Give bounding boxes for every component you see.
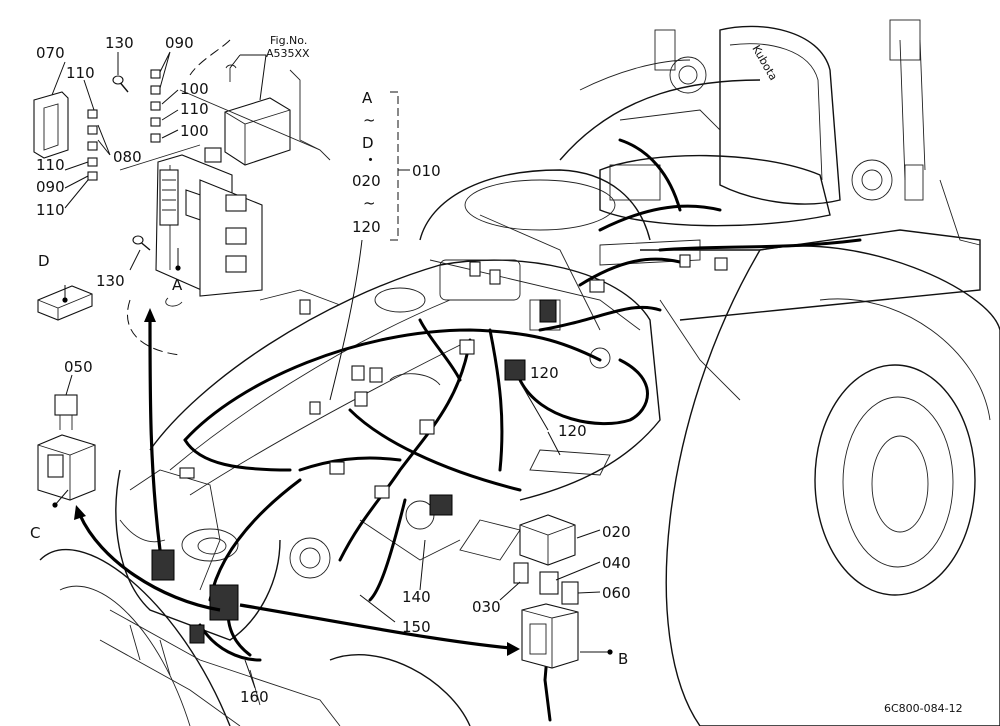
detail-c-relay xyxy=(37,394,96,501)
bracket-group-labels: A ~ D ・ 020 ~ 120 010 xyxy=(352,89,441,236)
clip-stack-right xyxy=(150,69,161,143)
part-label-020: 020 xyxy=(602,523,631,541)
part-label-090-top: 090 xyxy=(165,34,194,52)
bracket-tilde-1: ~ xyxy=(363,111,376,129)
tractor-body-outline xyxy=(39,19,1000,726)
part-label-110-d: 110 xyxy=(36,201,65,219)
part-label-040: 040 xyxy=(602,554,631,572)
bracket-010: 010 xyxy=(412,162,441,180)
part-label-110-a: 110 xyxy=(66,64,95,82)
fig-ref-line1: Fig.No. xyxy=(270,34,307,47)
part-label-120-upper: 120 xyxy=(530,364,559,382)
bracket-tilde-2: ~ xyxy=(363,194,376,212)
part-label-030: 030 xyxy=(472,598,501,616)
part-label-110-b: 110 xyxy=(180,100,209,118)
wiring-harness xyxy=(183,138,862,722)
bracket-020: 020 xyxy=(352,172,381,190)
part-label-070: 070 xyxy=(36,44,65,62)
bracket-a: A xyxy=(362,89,373,107)
detail-d-block xyxy=(37,285,93,321)
part-label-160: 160 xyxy=(240,688,269,706)
detail-letter-d: D xyxy=(38,252,50,270)
pointer-arrows xyxy=(74,308,520,656)
part-number-labels: 070 130 090 110 100 110 100 080 110 090 … xyxy=(36,34,631,706)
detail-leaders xyxy=(52,39,613,655)
figure-reference: Fig.No. A535XX xyxy=(266,34,310,60)
brand-mark: Kubota xyxy=(749,43,779,83)
bracket-d: D xyxy=(362,134,374,152)
fig-ref-line2: A535XX xyxy=(266,47,310,60)
part-label-120-lower: 120 xyxy=(558,422,587,440)
clip-stack-left xyxy=(87,109,98,181)
bracket-120: 120 xyxy=(352,218,381,236)
part-label-100-b: 100 xyxy=(180,122,209,140)
part-label-130-top: 130 xyxy=(105,34,134,52)
part-label-110-c: 110 xyxy=(36,156,65,174)
detail-letter-labels: A B C D xyxy=(30,252,628,668)
part-label-130-bottom: 130 xyxy=(96,272,125,290)
drawing-number: 6C800-084-12 xyxy=(884,702,963,715)
part-label-060: 060 xyxy=(602,584,631,602)
part-label-100-a: 100 xyxy=(180,80,209,98)
detail-b-fusebox xyxy=(513,514,579,669)
part-070-clip xyxy=(33,91,69,159)
bracket-dot: ・ xyxy=(363,151,378,169)
part-label-140: 140 xyxy=(402,588,431,606)
part-leaders xyxy=(51,51,601,689)
part-label-050: 050 xyxy=(64,358,93,376)
detail-letter-a: A xyxy=(172,276,183,294)
part-label-080: 080 xyxy=(113,148,142,166)
detail-letter-c: C xyxy=(30,524,40,542)
harness-connectors xyxy=(151,254,728,644)
detail-a-bracket xyxy=(112,64,341,307)
part-label-090-b: 090 xyxy=(36,178,65,196)
part-label-150: 150 xyxy=(402,618,431,636)
detail-letter-b: B xyxy=(618,650,628,668)
